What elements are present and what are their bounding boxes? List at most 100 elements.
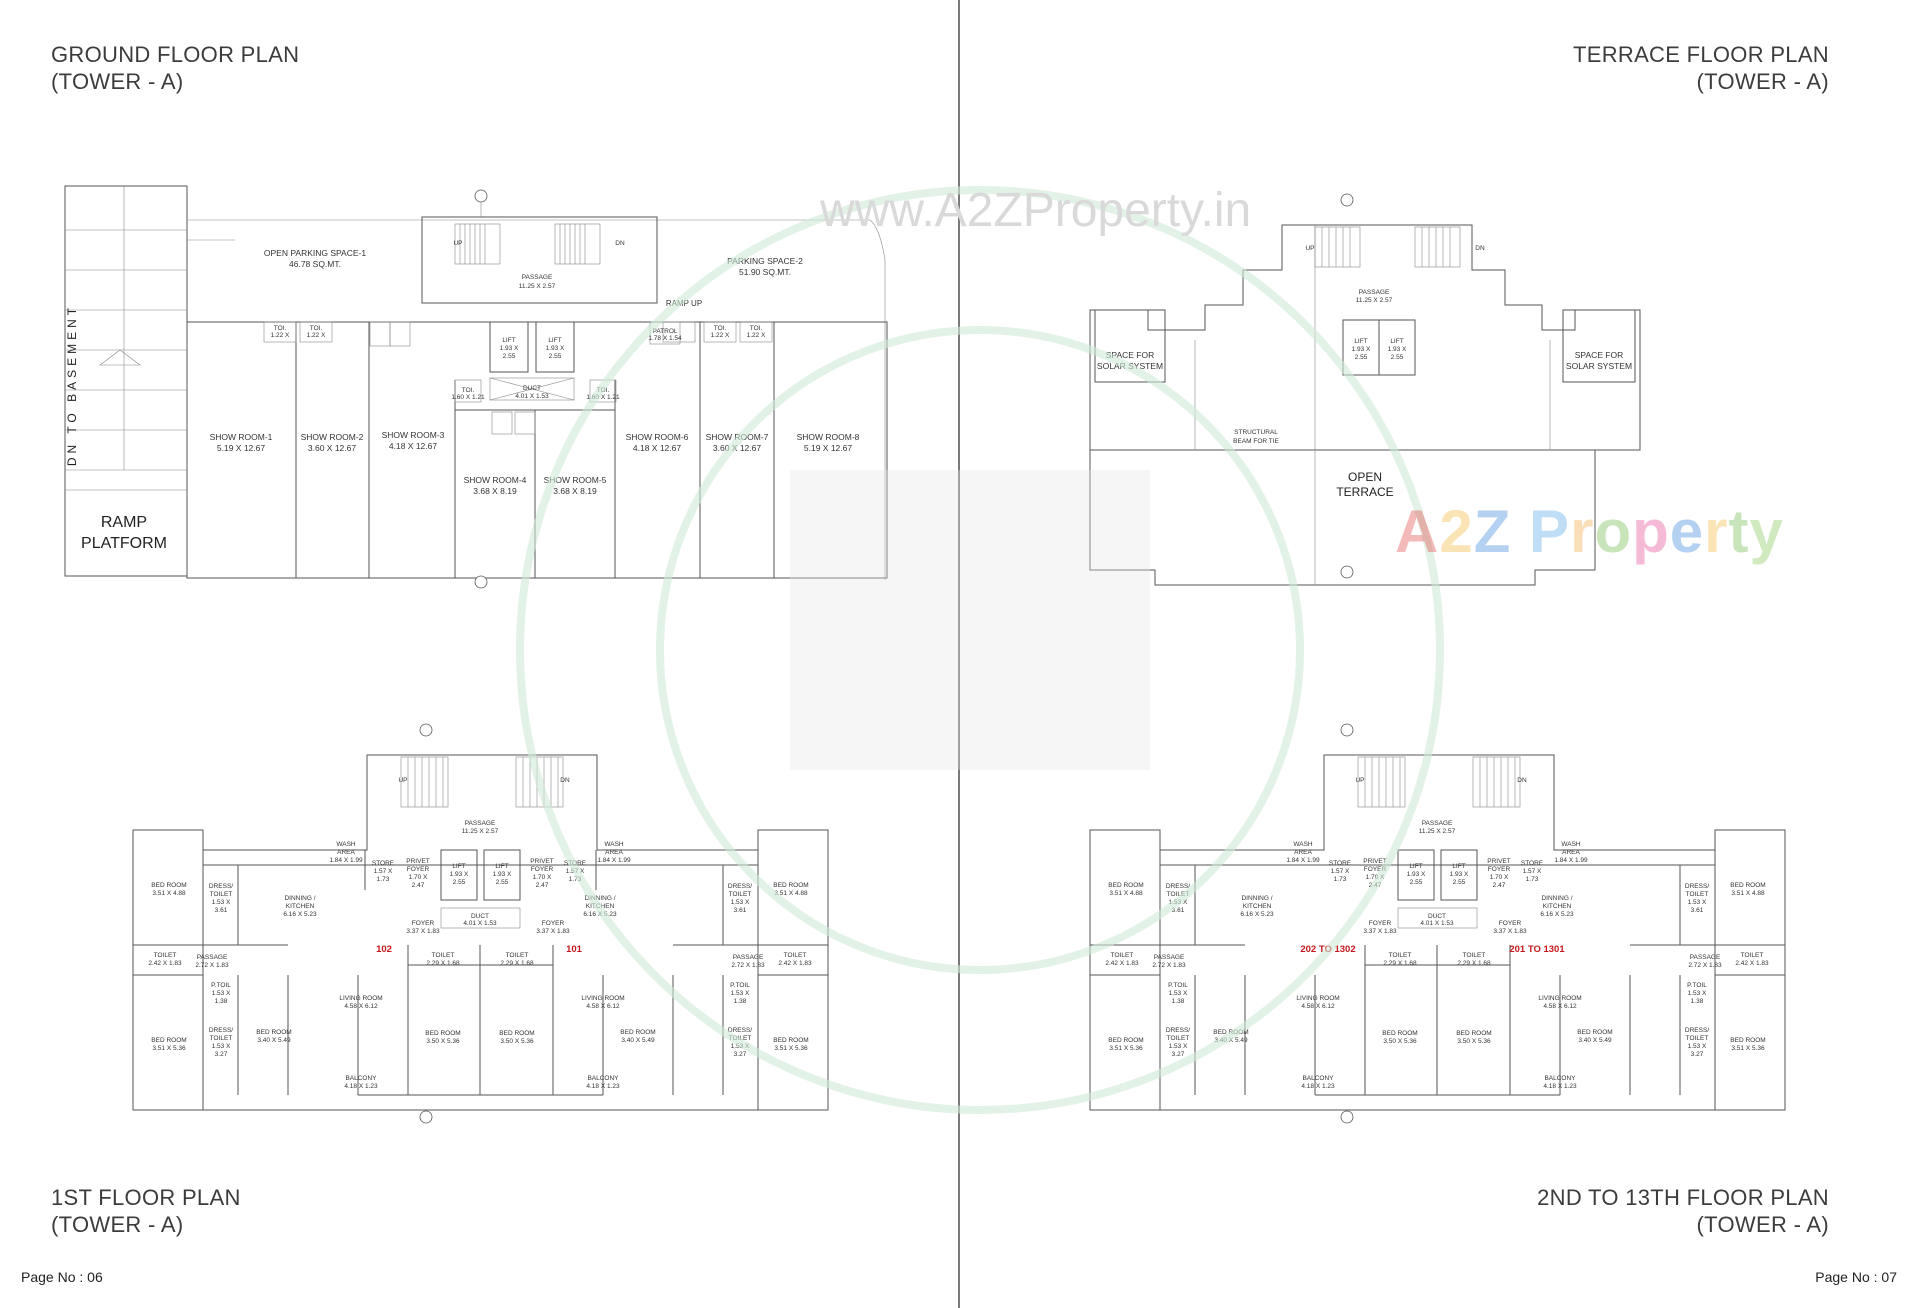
section-marker-top	[1340, 193, 1354, 207]
brand-logo-watermark: A2Z Property	[1395, 498, 1784, 565]
dress-left-bottom-label: TOILET	[1167, 1035, 1190, 1042]
foyer-left-dim: 3.37 X 1.83	[1363, 928, 1397, 935]
kitchen-left: KITCHEN	[1243, 903, 1272, 910]
toilet-dim-5: 1.60 X 1.21	[451, 394, 485, 401]
dress-right-top-label: TOILET	[729, 891, 752, 898]
passage-left-dim: 2.72 X 1.83	[195, 962, 229, 969]
dress-right-bottom-label: TOILET	[1686, 1035, 1709, 1042]
ramp-up-label: RAMP UP	[666, 299, 702, 308]
privet-foyer-right: PRIVET	[1487, 858, 1511, 865]
open-terrace-label: OPEN	[1348, 470, 1382, 484]
toilet-center-left: TOILET	[1389, 952, 1412, 959]
lift-1-dim2: 2.55	[503, 353, 516, 360]
section-marker-bottom	[419, 1110, 433, 1124]
toilet-right-dim: 2.42 X 1.83	[1735, 960, 1769, 967]
bed-room-right-top-dim: 3.51 X 4.88	[1731, 890, 1765, 897]
passage-dim: 11.25 X 2.57	[462, 828, 499, 835]
dress-left-top-dim: 1.53 X	[212, 899, 231, 906]
store-right-dim: 1.57 X	[1523, 868, 1542, 875]
stair-up-label: UP	[398, 777, 407, 784]
section-marker-bottom	[1340, 565, 1354, 579]
balcony-left: BALCONY	[345, 1075, 377, 1082]
bed-room-right-mid: BED ROOM	[620, 1029, 655, 1036]
toilet-label-2: TOI.	[310, 325, 323, 332]
wash-area-right: WASH	[604, 841, 624, 848]
dining-left: DINNING /	[284, 895, 315, 902]
toilet-right: TOILET	[1741, 952, 1764, 959]
stair-dn-label: DN	[615, 240, 625, 247]
show-room-6-dim: 4.18 X 12.67	[633, 443, 681, 453]
privet-foyer-left-label: FOYER	[1364, 866, 1387, 873]
toilet-label-6: TOI.	[597, 387, 610, 394]
first-floor-plan-title: 1ST FLOOR PLAN (TOWER - A)	[51, 1185, 241, 1237]
bed-room-left-bottom: BED ROOM	[1108, 1037, 1143, 1044]
bed-room-right-mid-dim: 3.40 X 5.49	[1578, 1037, 1612, 1044]
living-right: LIVING ROOM	[1538, 995, 1581, 1002]
duct-label: DUCT	[471, 913, 489, 920]
structural-beam-label2: BEAM FOR TIE	[1233, 438, 1279, 445]
toilet-label-4: TOI.	[714, 325, 727, 332]
wash-area-right-dim: 1.84 X 1.99	[597, 857, 631, 864]
patrol-label: PATROL	[652, 328, 677, 335]
bed-room-right-bottom: BED ROOM	[1730, 1037, 1765, 1044]
ptoil-left: P.TOIL	[1168, 982, 1188, 989]
store-left-dim2: 1.73	[377, 876, 390, 883]
lift-2-label: LIFT	[1390, 338, 1403, 345]
privet-foyer-left-label: FOYER	[407, 866, 430, 873]
duct-dim: 4.01 X 1.53	[515, 393, 549, 400]
privet-foyer-right-label: FOYER	[1488, 866, 1511, 873]
lift-2-label: LIFT	[548, 337, 561, 344]
stair-up-label: UP	[453, 240, 462, 247]
dn-to-basement-label: DN TO BASEMENT	[65, 304, 79, 466]
balcony-left-dim: 4.18 X 1.23	[344, 1083, 378, 1090]
dress-right-bottom: DRESS/	[1685, 1027, 1709, 1034]
passage-right: PASSAGE	[733, 954, 764, 961]
lift-1-label: LIFT	[1354, 338, 1367, 345]
bed-room-right-top: BED ROOM	[773, 882, 808, 889]
left-page: GROUND FLOOR PLAN (TOWER - A) 1ST FLOOR …	[0, 0, 958, 1308]
store-right: STORE	[564, 860, 587, 867]
section-marker-top	[419, 723, 433, 737]
dining-left-dim: 6.16 X 5.23	[1240, 911, 1274, 918]
bed-room-right-mid-dim: 3.40 X 5.49	[621, 1037, 655, 1044]
passage-right: PASSAGE	[1690, 954, 1721, 961]
balcony-right: BALCONY	[587, 1075, 619, 1082]
foyer-right-dim: 3.37 X 1.83	[536, 928, 570, 935]
ptoil-left-dim: 1.53 X	[212, 990, 231, 997]
passage-left-dim: 2.72 X 1.83	[1152, 962, 1186, 969]
typical-floor-plan: UP DN PASSAGE 11.25 X 2.57 LIFT 1.93 X 2…	[1089, 723, 1786, 1124]
wash-area-left-label: AREA	[337, 849, 355, 856]
dress-left-bottom-label: TOILET	[210, 1035, 233, 1042]
store-left-dim2: 1.73	[1334, 876, 1347, 883]
ptoil-right-dim: 1.53 X	[731, 990, 750, 997]
patrol-dim: 1.78 X 1.54	[648, 335, 682, 342]
open-terrace-label2: TERRACE	[1336, 485, 1393, 499]
toilet-left: TOILET	[1111, 952, 1134, 959]
bed-room-center-right-dim: 3.50 X 5.36	[1457, 1038, 1491, 1045]
section-marker-bottom	[1340, 1110, 1354, 1124]
parking-1-area: 46.78 SQ.MT.	[289, 259, 341, 269]
parking-2-label: PARKING SPACE-2	[727, 256, 803, 266]
lift-2-dim2: 2.55	[496, 879, 509, 886]
living-right-dim: 4.58 X 6.12	[1543, 1003, 1577, 1010]
bed-room-left-mid: BED ROOM	[256, 1029, 291, 1036]
bed-room-left-top: BED ROOM	[1108, 882, 1143, 889]
passage-left: PASSAGE	[197, 954, 228, 961]
privet-foyer-right-dim2: 2.47	[536, 882, 549, 889]
dress-left-bottom: DRESS/	[209, 1027, 233, 1034]
toilet-center-right: TOILET	[1463, 952, 1486, 959]
show-room-4-name: SHOW ROOM-4	[464, 475, 527, 485]
terrace-floor-plan-title: TERRACE FLOOR PLAN (TOWER - A)	[1572, 42, 1829, 94]
bed-room-center-right: BED ROOM	[1456, 1030, 1491, 1037]
foyer-right: FOYER	[542, 920, 565, 927]
ptoil-right: P.TOIL	[1687, 982, 1707, 989]
living-left-dim: 4.58 X 6.12	[1301, 1003, 1335, 1010]
lift-2-dim2: 2.55	[1391, 354, 1404, 361]
solar-space-left-label: SOLAR SYSTEM	[1097, 361, 1163, 371]
toilet-right-dim: 2.42 X 1.83	[778, 960, 812, 967]
toilet-label-5: TOI.	[462, 387, 475, 394]
unit-label-102: 102	[376, 944, 392, 955]
toilet-dim-2: 1.22 X	[307, 332, 326, 339]
bed-room-left-mid-dim: 3.40 X 5.49	[1214, 1037, 1248, 1044]
toilet-center-right-dim: 2.29 X 1.68	[500, 960, 534, 967]
